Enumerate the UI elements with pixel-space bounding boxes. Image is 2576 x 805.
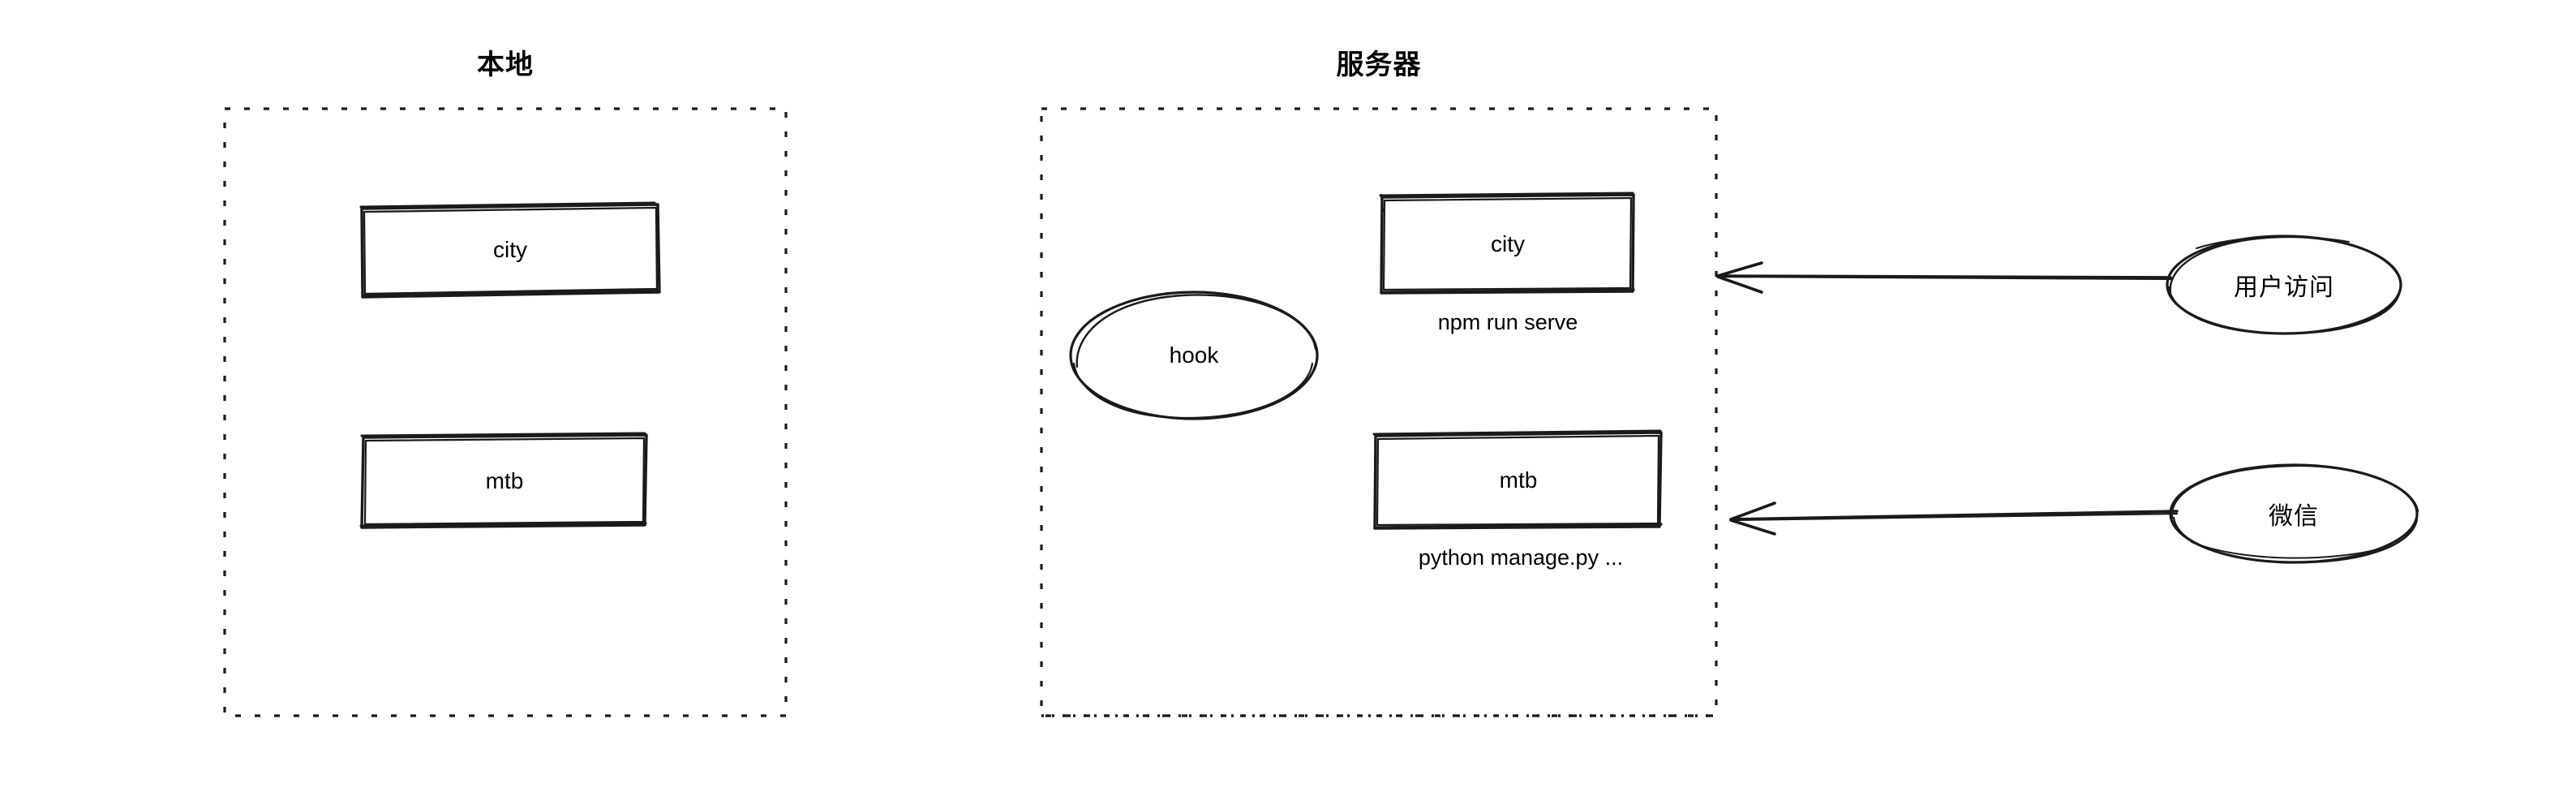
arrow-head-upper <box>1729 502 1776 521</box>
local-zone-title: 本地 <box>477 50 534 80</box>
arrow-user-access-to-server <box>1711 243 2174 308</box>
node-wechat[interactable]: 微信 <box>2167 463 2420 565</box>
server-zone-container <box>1040 107 1718 717</box>
node-local-city[interactable]: city <box>359 201 661 299</box>
node-server-hook[interactable]: hook <box>1067 289 1320 422</box>
arrow-head-upper <box>1716 261 1763 278</box>
node-server-city[interactable]: city <box>1379 192 1637 295</box>
node-user-access[interactable]: 用户访问 <box>2164 234 2404 336</box>
node-server-mtb-caption: python manage.py ... <box>1418 545 1624 570</box>
local-zone-container <box>223 107 788 717</box>
arrow-head-lower <box>1729 519 1776 536</box>
local-zone-dashed-border <box>223 107 788 717</box>
node-server-mtb[interactable]: mtb <box>1372 429 1664 531</box>
arrow-head-lower <box>1716 275 1763 294</box>
server-zone-dashed-border <box>1040 107 1718 717</box>
arrow-wechat-to-server <box>1726 484 2180 549</box>
node-server-city-caption: npm run serve <box>1437 310 1578 334</box>
node-local-mtb[interactable]: mtb <box>359 432 650 530</box>
server-zone-title: 服务器 <box>1336 50 1422 80</box>
